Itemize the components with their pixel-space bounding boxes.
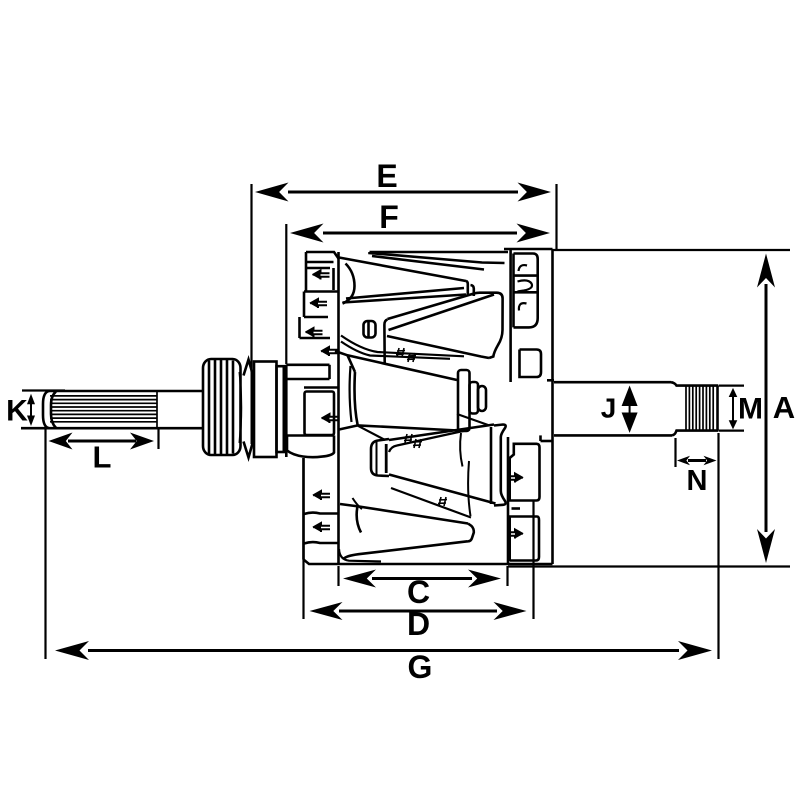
- svg-text:G: G: [408, 649, 433, 685]
- svg-text:N: N: [687, 465, 708, 497]
- svg-text:F: F: [379, 199, 399, 235]
- svg-text:C: C: [407, 574, 430, 610]
- svg-text:M: M: [738, 392, 763, 425]
- svg-text:D: D: [407, 606, 430, 642]
- svg-text:E: E: [376, 158, 397, 194]
- svg-text:K: K: [6, 395, 28, 428]
- svg-text:A: A: [773, 390, 795, 425]
- svg-text:L: L: [93, 440, 112, 475]
- svg-text:J: J: [601, 393, 617, 424]
